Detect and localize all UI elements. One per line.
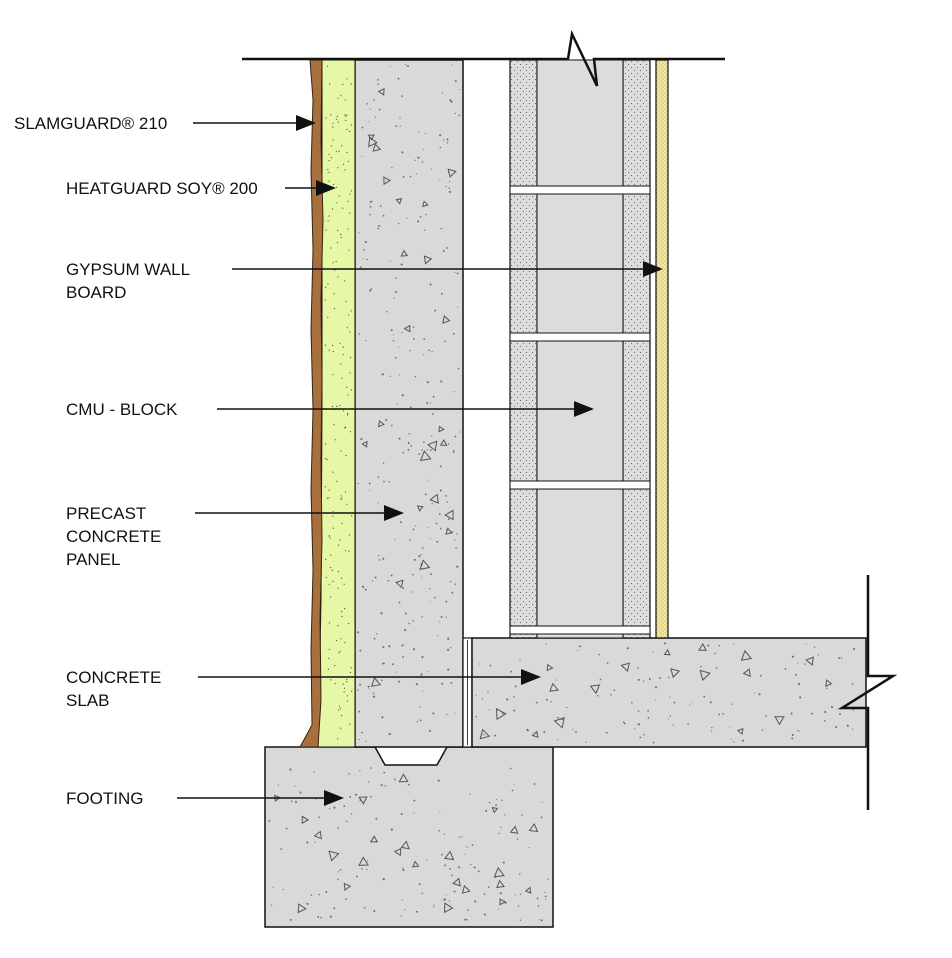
top-break-line <box>242 29 725 87</box>
precast-panel-shape <box>354 59 464 748</box>
label-footing: FOOTING <box>66 789 144 808</box>
leader-heatguard <box>285 180 336 196</box>
label-cmu: CMU - BLOCK <box>66 400 178 419</box>
leader-footing <box>177 790 344 806</box>
concrete-slab-shape <box>471 637 867 748</box>
leader-precast <box>195 505 404 521</box>
leader-gypsum <box>232 261 663 277</box>
slamguard-membrane-shape <box>299 59 324 748</box>
cmu-block-wall <box>509 59 651 639</box>
leader-cmu <box>217 401 594 417</box>
leader-slab <box>198 669 541 685</box>
label-gypsum-line2: BOARD <box>66 283 127 302</box>
label-precast-line3: PANEL <box>66 550 121 569</box>
expansion-joint <box>462 637 473 748</box>
footing-shape <box>264 746 554 928</box>
insulation-dots <box>324 65 353 740</box>
right-break-line <box>837 575 898 810</box>
label-precast-line1: PRECAST <box>66 504 147 523</box>
label-precast-line2: CONCRETE <box>66 527 162 546</box>
footing-aggregate <box>268 767 549 922</box>
heatguard-insulation-shape <box>317 59 356 748</box>
slab-aggregate <box>475 642 856 744</box>
cmu-mortar-joints <box>509 185 651 635</box>
label-slamguard: SLAMGUARD® 210 <box>14 114 168 133</box>
precast-panel-aggregate <box>357 64 461 743</box>
gypsum-board-shape <box>655 59 669 639</box>
label-slab-line1: CONCRETE <box>66 668 162 687</box>
label-gypsum-line1: GYPSUM WALL <box>66 260 191 279</box>
leader-slamguard <box>193 115 316 131</box>
label-heatguard: HEATGUARD SOY® 200 <box>66 179 258 198</box>
label-slab-line2: SLAB <box>66 691 110 710</box>
